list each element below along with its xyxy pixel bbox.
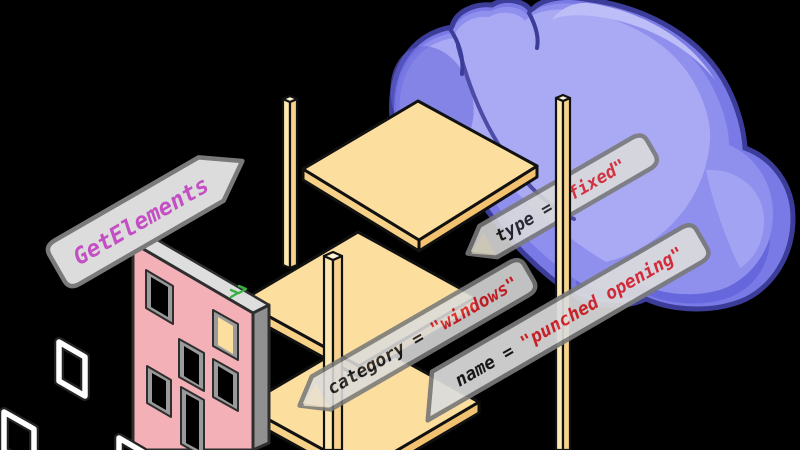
cloud-top-highlight <box>552 2 715 81</box>
building-window <box>178 338 205 392</box>
post-right-face <box>288 97 299 270</box>
shelf-board-top <box>301 99 539 253</box>
building-window <box>146 365 172 418</box>
building-door <box>180 386 205 450</box>
tag-tip-facet <box>303 383 330 408</box>
building-window <box>212 358 239 412</box>
building-window-open <box>212 309 239 361</box>
shelf-post-front <box>322 250 344 450</box>
board-top-face <box>301 99 539 242</box>
chevron-marks-icon <box>229 284 248 299</box>
tag-shape <box>425 222 711 423</box>
extracted-window-frame <box>114 433 148 450</box>
post-cap <box>322 250 344 262</box>
post-right-face <box>331 254 344 450</box>
tag-tip-facet <box>471 232 497 256</box>
extracted-window-frame <box>0 407 39 450</box>
cloud-notch-line-right <box>527 11 540 50</box>
post-left-face <box>322 254 335 450</box>
building-side-face <box>251 303 271 450</box>
shelf-post-left <box>281 94 299 270</box>
post-cap <box>281 94 299 104</box>
shelf-post-right <box>554 93 572 450</box>
building <box>131 233 271 450</box>
tag-shape <box>297 257 538 412</box>
category-filter-tag: category = "windows" <box>297 257 538 412</box>
post-cap <box>554 93 572 103</box>
extracted-window-frames <box>0 337 148 450</box>
cloud-right-lobe-band <box>706 169 764 268</box>
tag-shape <box>45 155 245 289</box>
post-right-face <box>561 96 572 450</box>
building-window <box>145 269 174 325</box>
extracted-window-frame <box>54 337 90 401</box>
